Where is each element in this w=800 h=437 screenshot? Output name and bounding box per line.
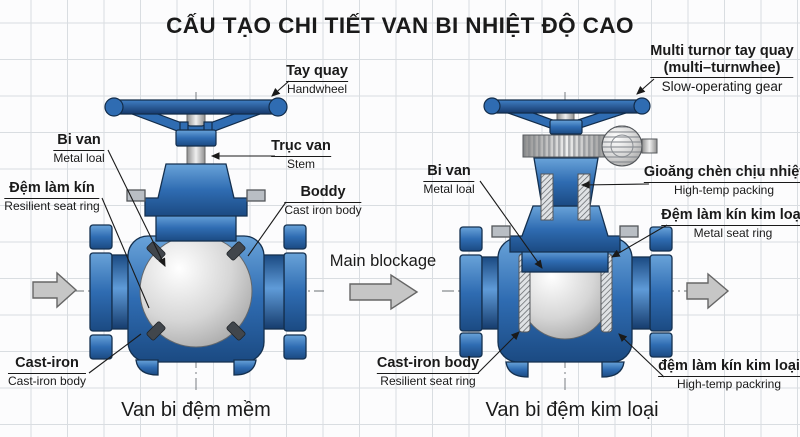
leader-lines	[88, 78, 668, 378]
label-body-right-vi: Cast-iron body	[376, 355, 480, 374]
label-seat-left-vi: Đệm làm kín	[4, 180, 100, 199]
label-ball-right: Bi van Metal loal	[423, 163, 475, 196]
label-seat-bottom-vi: đệm làm kín kim loại	[658, 358, 800, 377]
label-packing-en: High-temp packing	[673, 182, 775, 197]
label-metal-seat-vi: Đệm làm kín kim loại	[661, 207, 800, 226]
label-seat-left: Đệm làm kín Resilient seat ring	[4, 180, 100, 213]
label-handwheel: Tay quay Handwheel	[286, 63, 348, 96]
right-valve-caption: Van bi đệm kim loại	[485, 399, 659, 421]
label-metal-seat-en: Metal seat ring	[693, 225, 773, 240]
label-cast-iron-vi: Cast-iron	[7, 355, 87, 374]
flow-arrows	[32, 271, 730, 311]
left-valve-bonnet	[126, 163, 266, 242]
left-valve-seat-rings	[146, 241, 246, 341]
label-body-left: Boddy Cast iron body	[284, 184, 362, 217]
label-seat-left-en: Resilient seat ring	[4, 198, 100, 213]
label-gear: Multi turnor tay quay (multi–turnwhee) S…	[650, 43, 794, 95]
label-gear-vi: Multi turnor tay quay	[650, 43, 794, 59]
label-body-left-en: Cast iron body	[284, 202, 362, 217]
flow-label: Main blockage	[329, 252, 437, 270]
label-body-right-en: Resilient seat ring	[380, 373, 476, 388]
label-cast-iron: Cast-iron Cast-iron body	[7, 355, 87, 388]
right-valve-illustration	[442, 92, 714, 390]
flow-arrow-right	[686, 272, 730, 310]
label-packing-vi: Gioăng chèn chịu nhiệt	[643, 164, 800, 183]
label-handwheel-en: Handwheel	[286, 81, 348, 96]
left-valve-caption: Van bi đệm mềm	[121, 399, 271, 421]
label-ball-right-en: Metal loal	[423, 181, 475, 196]
right-valve-gear-drive	[522, 125, 658, 167]
label-ball-left-vi: Bi van	[53, 132, 105, 151]
label-ball-left-en: Metal loal	[53, 150, 105, 165]
label-ball-right-vi: Bi van	[423, 163, 475, 182]
diagram-title: CẤU TẠO CHI TIẾT VAN BI NHIỆT ĐỘ CAO	[166, 13, 634, 38]
flow-arrow-middle	[349, 273, 419, 311]
left-valve-handwheel	[104, 97, 288, 147]
label-stem-en: Stem	[286, 156, 316, 171]
label-cast-iron-en: Cast-iron body	[7, 373, 87, 388]
right-valve-handwheel	[483, 97, 651, 135]
label-ball-left: Bi van Metal loal	[53, 132, 105, 165]
label-body-right: Cast-iron body Resilient seat ring	[376, 355, 480, 388]
label-seat-bottom: đệm làm kín kim loại High-temp packring	[658, 358, 800, 391]
label-metal-seat: Đệm làm kín kim loại Metal seat ring	[661, 207, 800, 240]
left-valve-illustration	[72, 92, 324, 390]
label-gear-en: Slow-operating gear	[661, 79, 783, 95]
right-valve-seat-rings	[518, 253, 613, 333]
left-valve-ball	[139, 225, 253, 348]
label-body-left-vi: Boddy	[284, 184, 362, 203]
label-stem: Trục van Stem	[271, 138, 331, 171]
label-seat-bottom-en: High-temp packring	[676, 376, 782, 391]
label-handwheel-vi: Tay quay	[286, 63, 348, 82]
flow-arrow-left	[32, 271, 78, 309]
label-packing: Gioăng chèn chịu nhiệt High-temp packing	[643, 164, 800, 197]
label-stem-vi: Trục van	[271, 138, 331, 157]
label-gear-vi2: (multi–turnwhee)	[650, 60, 794, 79]
